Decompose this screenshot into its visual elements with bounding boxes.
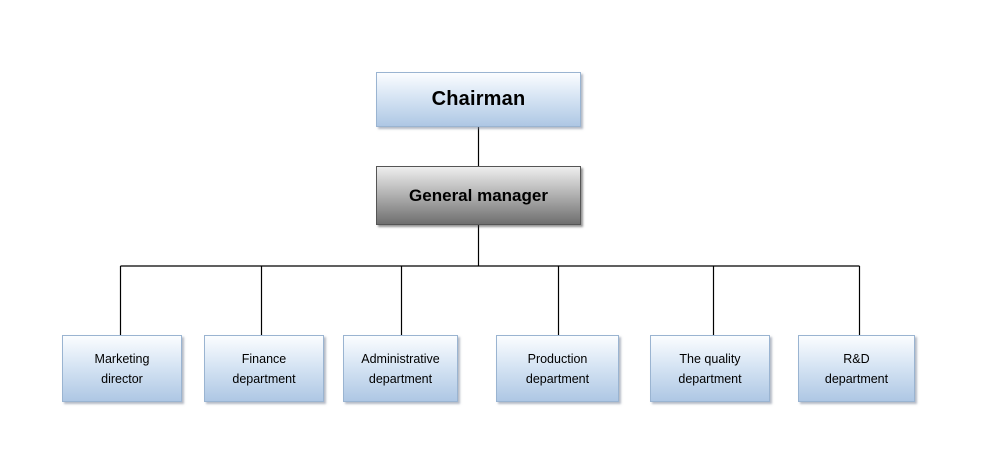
- department-box-marketing: Marketing director: [62, 335, 182, 402]
- department-label: R&D department: [821, 349, 892, 389]
- department-label: Production department: [522, 349, 593, 389]
- department-label-line2: department: [525, 371, 590, 386]
- department-box-quality: The quality department: [650, 335, 770, 402]
- department-label-line2: department: [678, 371, 742, 386]
- department-label-line1: Administrative: [361, 351, 440, 366]
- department-label-line1: The quality: [679, 351, 741, 366]
- department-label: Finance department: [228, 349, 299, 389]
- general-manager-label: General manager: [409, 185, 548, 205]
- department-label: The quality department: [674, 349, 745, 389]
- department-label-line2: department: [368, 371, 433, 386]
- department-label-line2: department: [232, 371, 296, 386]
- department-label-line1: Production: [527, 351, 588, 366]
- department-label-line1: Marketing: [94, 351, 150, 366]
- department-label: Administrative department: [357, 349, 444, 389]
- general-manager-box: General manager: [376, 166, 581, 225]
- department-label-line1: R&D: [843, 351, 870, 366]
- department-label-line2: department: [824, 371, 889, 386]
- department-label-line1: Finance: [241, 351, 287, 366]
- department-label: Marketing director: [91, 349, 154, 389]
- department-box-administrative: Administrative department: [343, 335, 458, 402]
- chairman-label: Chairman: [431, 88, 526, 110]
- department-box-rd: R&D department: [798, 335, 915, 402]
- department-label-line2: director: [101, 371, 143, 386]
- chairman-box: Chairman: [376, 72, 581, 127]
- department-box-finance: Finance department: [204, 335, 324, 402]
- department-box-production: Production department: [496, 335, 619, 402]
